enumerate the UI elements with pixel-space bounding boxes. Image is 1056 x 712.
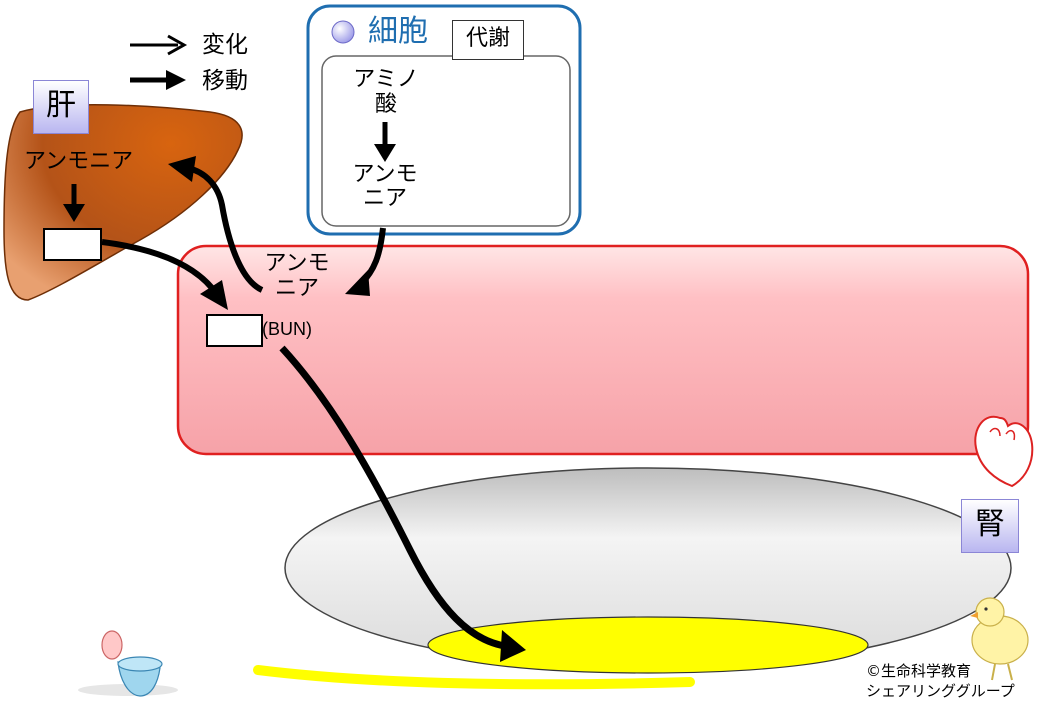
heart-icon [974,415,1034,488]
legend-change-label: 変化 [202,32,248,58]
amino-acid-line1: アミノ [353,67,419,92]
cell-title: 細胞 [368,14,428,49]
bun-blank-box[interactable] [206,314,263,347]
cell-ammonia-line2: ニア [362,186,407,211]
blood-vessel [176,244,1030,456]
urine-stream [253,665,695,690]
metabolism-label-box: 代謝 [452,20,524,60]
cell-ammonia-line1: アンモ [352,162,418,187]
kidney-label: 腎 [961,499,1019,553]
legend-move-label: 移動 [202,68,248,94]
liver-ammonia-text: アンモニア [24,149,134,174]
arrow-amino-to-ammonia [374,122,396,162]
amino-acid-line2: 酸 [374,92,397,117]
copyright-line2: シェアリンググループ [866,682,1015,700]
liver-label: 肝 [33,80,89,134]
blood-ammonia-line1: アンモ [264,251,330,276]
arrow-cell-to-blood [345,227,386,296]
cell-dot-icon [331,20,355,44]
arrow-liver-ammonia-to-product [63,184,85,222]
legend-move-arrow [130,70,186,90]
arrow-liver-to-blood [101,239,228,310]
arrow-blood-to-kidney [279,345,526,662]
liver-product-blank-box[interactable] [43,228,102,261]
legend-change-arrow [130,34,188,56]
arrow-blood-to-liver [168,156,264,293]
bun-label: (BUN) [262,319,312,339]
urine-pool [427,616,869,674]
blood-ammonia-line2: ニア [274,276,319,301]
toilet-icon [78,630,178,697]
chick-icon [970,597,1029,681]
copyright-line1: ©生命科学教育 [866,662,972,680]
cell-inner-box [321,55,571,227]
